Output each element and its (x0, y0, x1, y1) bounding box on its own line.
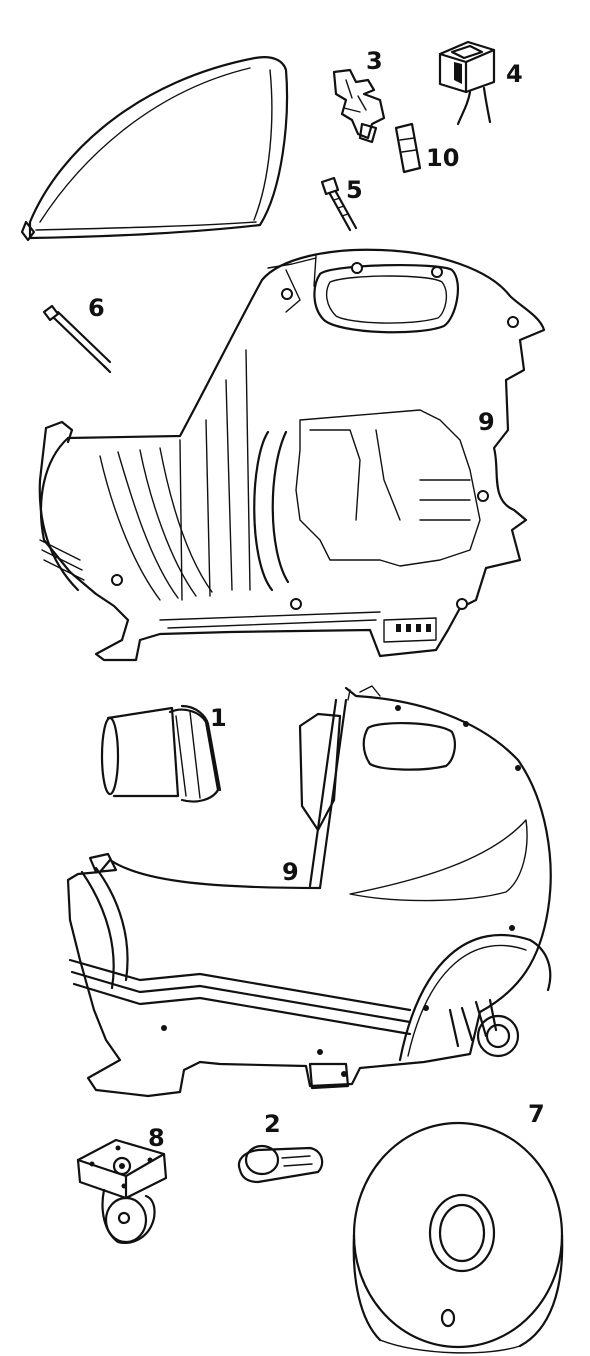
label-10: 10 (426, 144, 459, 172)
part-3-clip (332, 68, 386, 144)
label-2: 2 (264, 1110, 281, 1138)
label-1: 1 (210, 704, 227, 732)
label-4: 4 (506, 60, 523, 88)
part-5-screw (320, 176, 358, 232)
part-1-hose-adapter (100, 704, 222, 803)
label-6: 6 (88, 294, 105, 322)
label-3: 3 (366, 47, 383, 75)
label-8: 8 (148, 1124, 165, 1152)
part-9-outer-housing (66, 685, 552, 1098)
label-7: 7 (528, 1100, 545, 1128)
label-9-lower: 9 (282, 858, 299, 886)
part-10-plate (394, 122, 422, 174)
label-5: 5 (346, 176, 363, 204)
label-9-upper: 9 (478, 408, 495, 436)
part-6-screw (42, 304, 112, 374)
part-4-switch (438, 40, 496, 126)
part-7-filter-disc (352, 1121, 564, 1354)
cover-window-part (20, 56, 289, 242)
part-2-pad (237, 1144, 324, 1184)
part-labels: 3 4 10 5 6 9 1 9 8 2 7 (88, 47, 545, 1152)
part-9-housing-interior (38, 248, 546, 662)
part-8-caster (76, 1138, 168, 1244)
